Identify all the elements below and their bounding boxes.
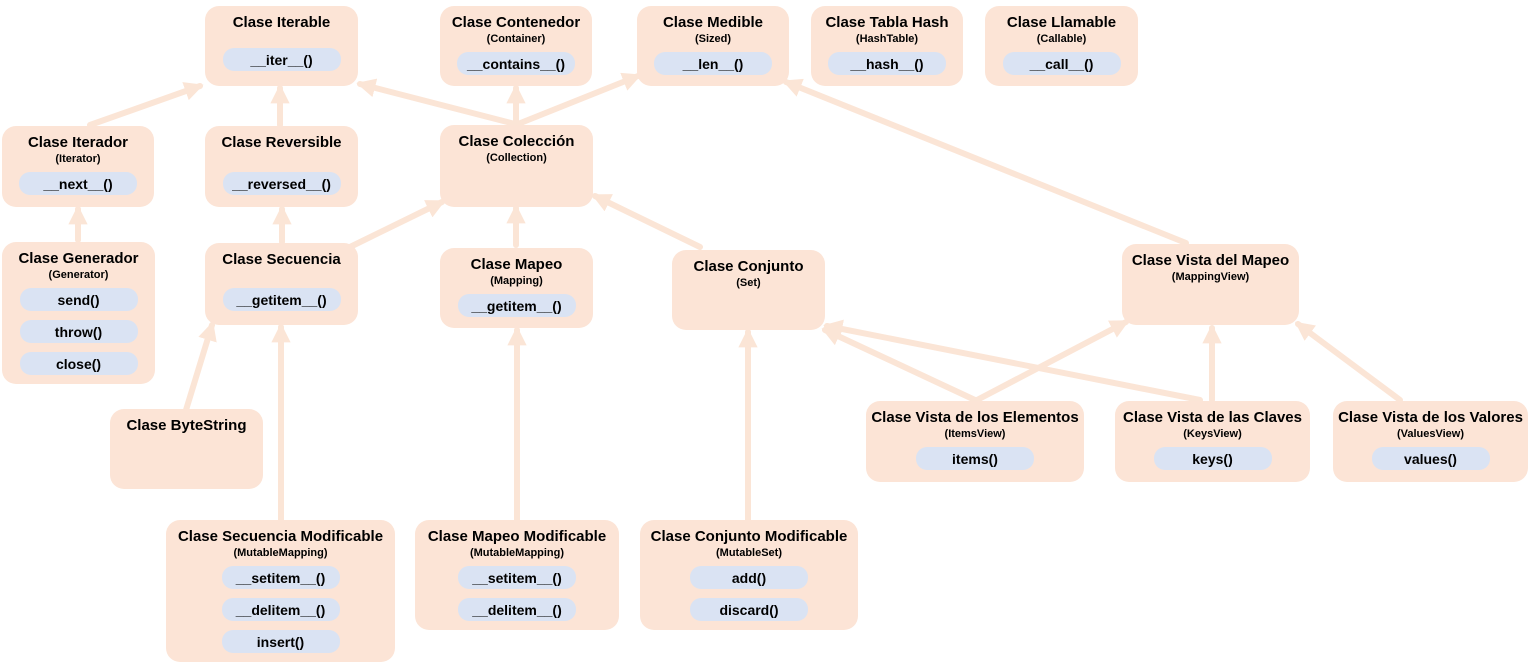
method-reversed: __reversed__(): [222, 172, 341, 195]
arrow-bytestring-secuencia: [183, 321, 217, 413]
node-subtitle: (HashTable): [855, 33, 919, 45]
method-send: send(): [19, 288, 138, 311]
node-secmod: Clase Secuencia Modificable (MutableMapp…: [166, 520, 395, 662]
node-vistaelem: Clase Vista de los Elementos (ItemsView)…: [866, 401, 1084, 482]
method-discard: discard(): [690, 598, 808, 621]
arrow-vistaelem-conjunto: [821, 327, 978, 403]
method-insert: insert(): [221, 630, 340, 653]
method-hash: __hash__(): [828, 52, 946, 75]
node-title: Clase Generador: [18, 250, 139, 267]
node-subtitle: (MutableMapping): [469, 547, 565, 559]
node-iterador: Clase Iterador (Iterator) __next__(): [2, 126, 154, 207]
node-title: Clase Colección: [458, 133, 575, 150]
node-title: Clase Contenedor: [451, 14, 581, 31]
method-delitem: __delitem__(): [221, 598, 340, 621]
method-keys: keys(): [1153, 447, 1272, 470]
arrow-iterador-iterable: [87, 82, 204, 128]
node-subtitle: (Container): [486, 33, 546, 45]
method-getitem: __getitem__(): [222, 288, 341, 311]
method-throw: throw(): [19, 320, 138, 343]
method-next: __next__(): [19, 172, 137, 195]
node-bytestring: Clase ByteString: [110, 409, 263, 489]
node-title: Clase Mapeo Modificable: [427, 528, 607, 545]
node-title: Clase Secuencia: [222, 251, 341, 268]
node-secuencia: Clase Secuencia __getitem__(): [205, 243, 358, 325]
node-iterable: Clase Iterable __iter__(): [205, 6, 358, 86]
arrow-vistaclaves-conjunto: [823, 319, 1203, 403]
node-title: Clase Llamable: [1006, 14, 1117, 31]
method-close: close(): [19, 352, 138, 375]
arrow-coleccion-medible: [515, 72, 642, 127]
arrow-vistaelem-vistamapeo: [974, 319, 1130, 403]
node-subtitle: (MutableMapping): [233, 547, 328, 559]
arrow-coleccion-iterable: [356, 78, 518, 127]
method-setitem: __setitem__(): [458, 566, 576, 589]
method-call: __call__(): [1002, 52, 1121, 75]
node-vistavalores: Clase Vista de los Valores (ValuesView) …: [1333, 401, 1528, 482]
node-conjmod: Clase Conjunto Modificable (MutableSet) …: [640, 520, 858, 630]
node-title: Clase Mapeo: [470, 256, 563, 273]
node-subtitle: (Mapping): [490, 275, 543, 287]
node-title: Clase Reversible: [221, 134, 342, 151]
node-subtitle: (Set): [736, 277, 761, 289]
node-title: Clase Conjunto Modificable: [650, 528, 848, 545]
node-title: Clase Vista de las Claves: [1122, 409, 1302, 426]
method-delitem: __delitem__(): [458, 598, 576, 621]
node-title: Clase ByteString: [126, 417, 247, 434]
node-subtitle: (ItemsView): [944, 428, 1006, 440]
node-contenedor: Clase Contenedor (Container) __contains_…: [440, 6, 592, 86]
node-subtitle: (MutableSet): [716, 547, 782, 559]
node-subtitle: (Callable): [1036, 33, 1087, 45]
node-subtitle: (Generator): [48, 269, 109, 281]
node-vistaclaves: Clase Vista de las Claves (KeysView) key…: [1115, 401, 1310, 482]
node-mapeo: Clase Mapeo (Mapping) __getitem__(): [440, 248, 593, 328]
method-getitem: __getitem__(): [457, 294, 576, 317]
node-reversible: Clase Reversible __reversed__(): [205, 126, 358, 207]
method-contains: __contains__(): [457, 52, 575, 75]
node-subtitle: (Collection): [486, 152, 547, 164]
node-title: Clase Iterador: [27, 134, 129, 151]
method-values: values(): [1371, 447, 1490, 470]
arrow-vistavalores-vistamapeo: [1294, 321, 1403, 403]
node-conjunto: Clase Conjunto (Set): [672, 250, 825, 330]
node-subtitle: (ValuesView): [1396, 428, 1465, 440]
arrow-vistamapeo-medible: [782, 78, 1189, 246]
node-subtitle: (Iterator): [55, 153, 101, 165]
node-generador: Clase Generador (Generator) send() throw…: [2, 242, 155, 384]
method-len: __len__(): [654, 52, 772, 75]
node-coleccion: Clase Colección (Collection): [440, 125, 593, 207]
node-tablahash: Clase Tabla Hash (HashTable) __hash__(): [811, 6, 963, 86]
node-mapmod: Clase Mapeo Modificable (MutableMapping)…: [415, 520, 619, 630]
node-vistamapeo: Clase Vista del Mapeo (MappingView): [1122, 244, 1299, 325]
node-title: Clase Vista del Mapeo: [1131, 252, 1290, 269]
node-subtitle: (KeysView): [1183, 428, 1242, 440]
node-title: Clase Vista de los Valores: [1338, 409, 1523, 426]
node-title: Clase Iterable: [232, 14, 331, 31]
method-iter: __iter__(): [222, 48, 341, 71]
node-llamable: Clase Llamable (Callable) __call__(): [985, 6, 1138, 86]
method-items: items(): [916, 447, 1034, 470]
node-title: Clase Tabla Hash: [825, 14, 949, 31]
node-medible: Clase Medible (Sized) __len__(): [637, 6, 789, 86]
method-add: add(): [690, 566, 808, 589]
node-title: Clase Secuencia Modificable: [177, 528, 384, 545]
node-title: Clase Medible: [662, 14, 764, 31]
arrow-conjunto-coleccion: [591, 193, 703, 250]
node-subtitle: (Sized): [694, 33, 732, 45]
node-title: Clase Vista de los Elementos: [871, 409, 1079, 426]
arrow-secuencia-coleccion: [347, 199, 446, 250]
node-title: Clase Conjunto: [693, 258, 804, 275]
node-subtitle: (MappingView): [1171, 271, 1250, 283]
method-setitem: __setitem__(): [221, 566, 340, 589]
